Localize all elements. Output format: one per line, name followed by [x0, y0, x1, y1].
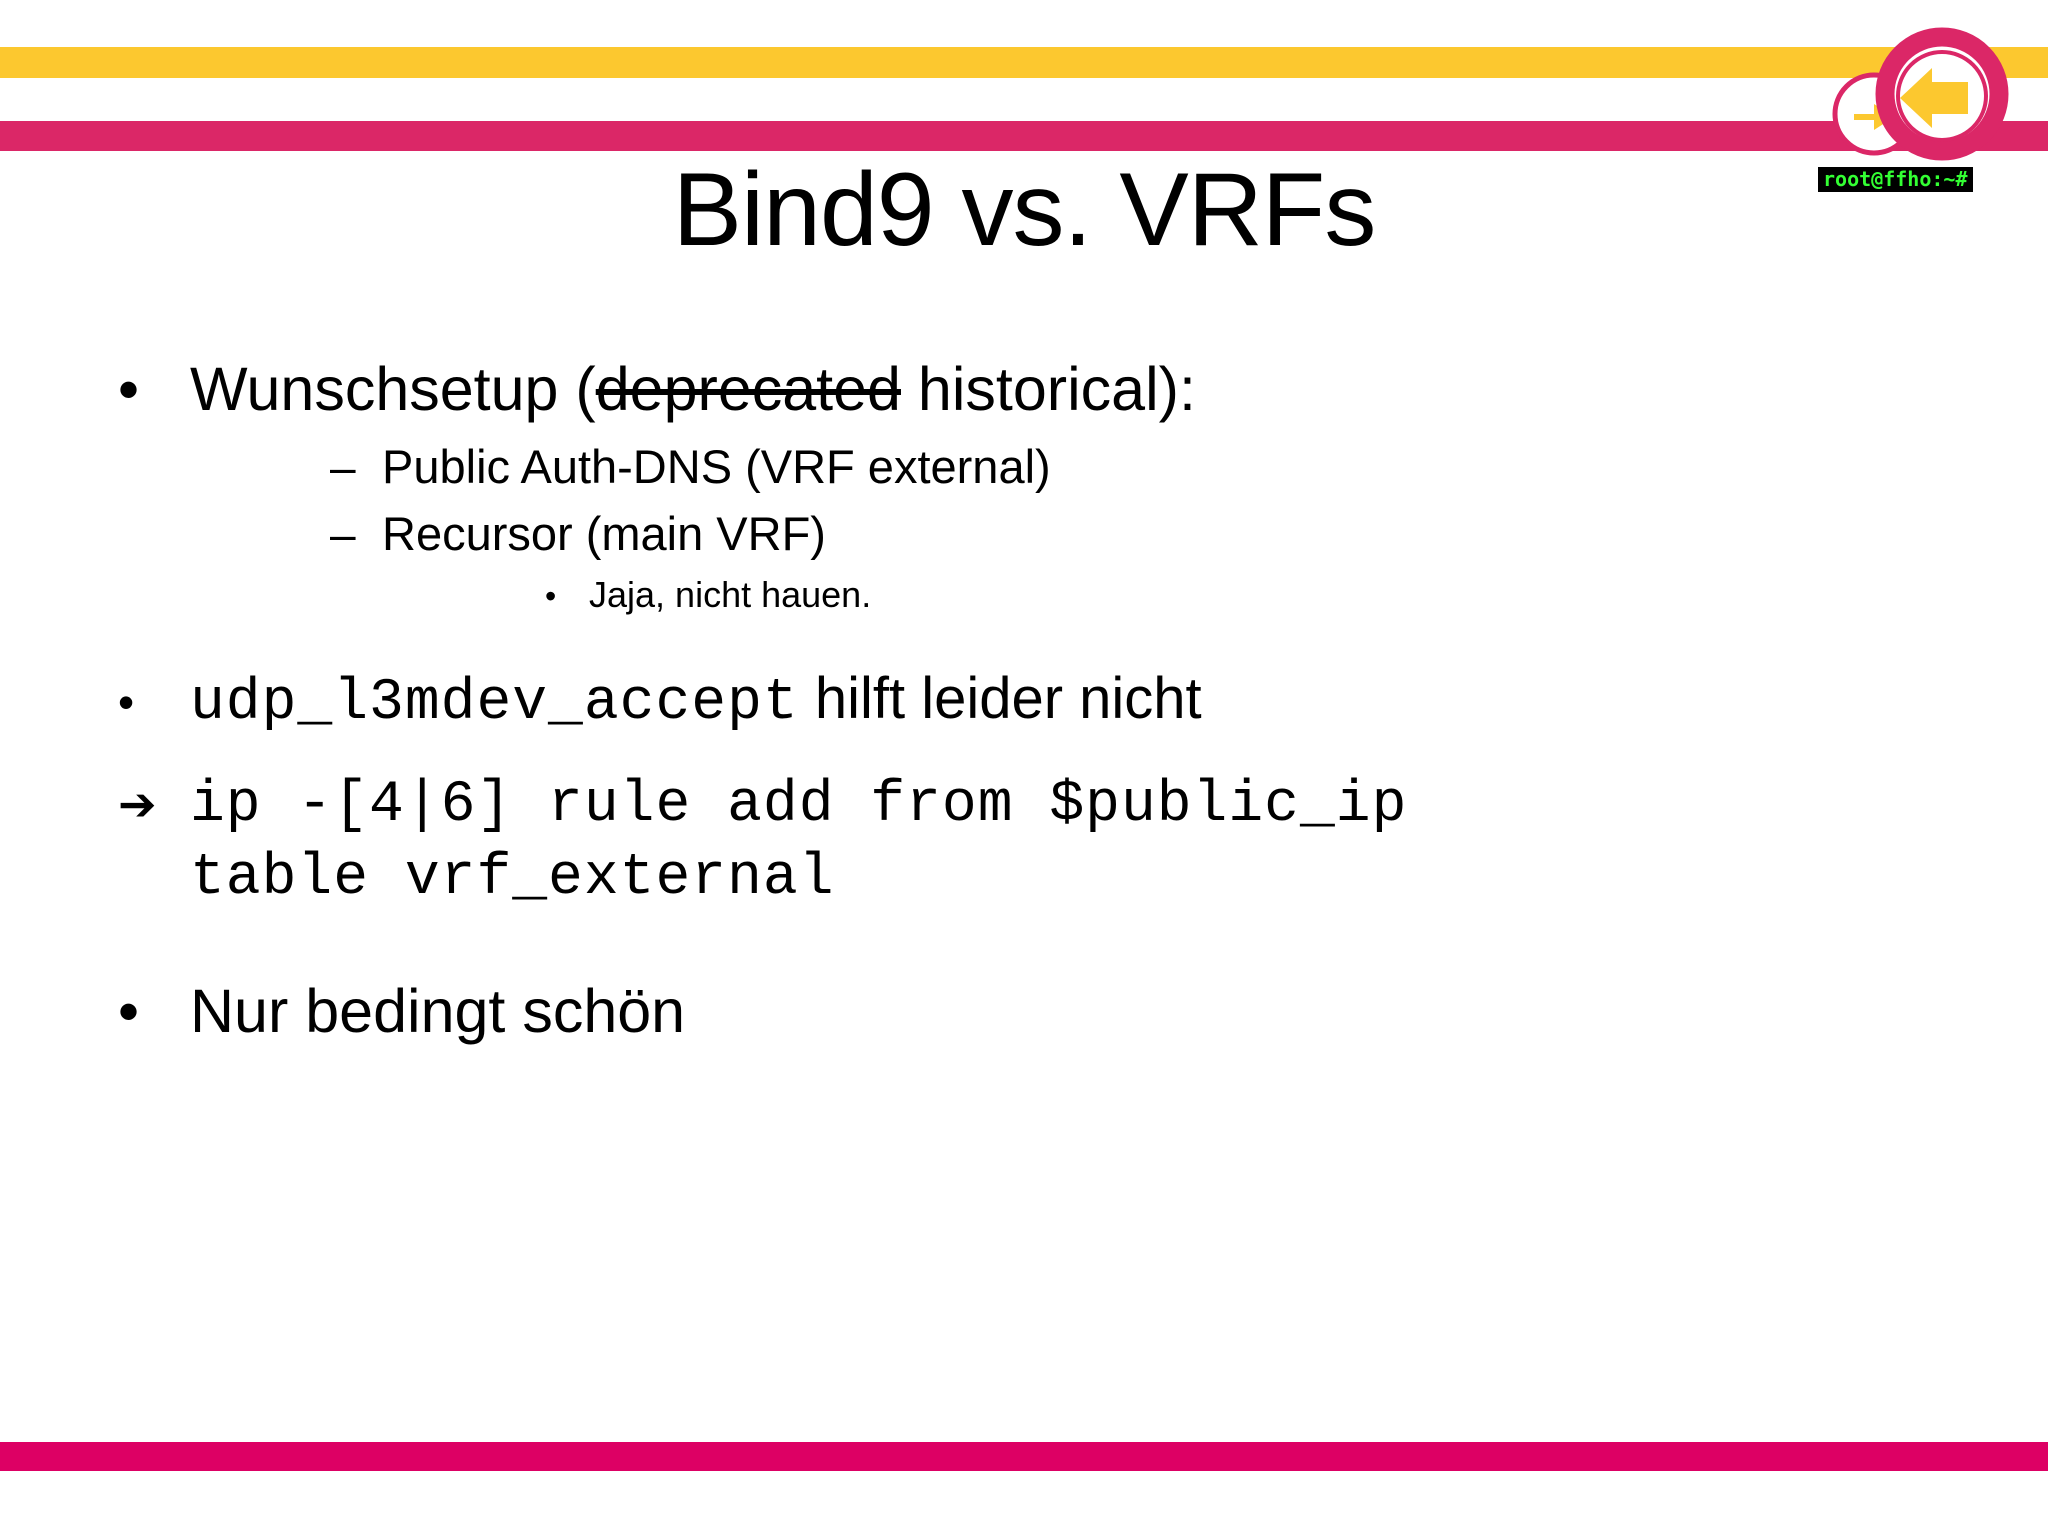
bullet-udp-l3mdev-accept-text: udp_l3mdev_accept hilft leider nicht [190, 665, 1202, 738]
bullet-ip-rule-add: ➔ ip -[4|6] rule add from $public_ip [0, 772, 2048, 840]
arrow-right-icon: ➔ [118, 778, 157, 831]
bullet-jaja-nicht-hauen-text: Jaja, nicht hauen. [589, 573, 872, 615]
spacer [0, 742, 2048, 772]
code-ip-rule-add-line1: ip -[4|6] rule add from $public_ip [190, 773, 1408, 839]
udp-l3mdev-accept-suffix: hilft leider nicht [798, 665, 1202, 731]
top-yellow-bar [0, 47, 2048, 78]
bullet-marker-disc: • [118, 675, 135, 728]
bullet-public-auth-dns-text: Public Auth-DNS (VRF external) [382, 440, 1051, 494]
bullet-wunschsetup: • Wunschsetup (deprecated historical): [0, 355, 2048, 423]
bullet-recursor-text: Recursor (main VRF) [382, 506, 826, 560]
wunschsetup-prefix: Wunschsetup ( [190, 355, 596, 423]
slide-body: • Wunschsetup (deprecated historical): –… [0, 355, 2048, 1064]
bullet-marker-dash: – [330, 441, 356, 494]
code-ip-rule-add-line2: table vrf_external [190, 845, 835, 911]
bullet-udp-l3mdev-accept: • udp_l3mdev_accept hilft leider nicht [0, 665, 2048, 738]
wunschsetup-suffix: historical): [900, 355, 1196, 423]
bullet-ip-rule-add-continuation: table vrf_external [0, 845, 2048, 913]
wunschsetup-struck-word: deprecated [595, 355, 901, 423]
bullet-nur-bedingt-schoen: • Nur bedingt schön [0, 977, 2048, 1045]
bullet-marker-disc: • [118, 978, 140, 1046]
terminal-prompt-label: root@ffho:~# [1818, 167, 1973, 192]
spacer [0, 933, 2048, 977]
logo-circles-icon [1832, 27, 2009, 161]
bullet-wunschsetup-text: Wunschsetup (deprecated historical): [190, 355, 1196, 423]
bullet-marker-dash: – [330, 507, 356, 560]
slide-title: Bind9 vs. VRFs [672, 152, 1377, 268]
spacer [0, 635, 2048, 665]
code-udp-l3mdev-accept: udp_l3mdev_accept [190, 670, 799, 736]
ffho-logo: root@ffho:~# [1816, 22, 2024, 192]
bullet-nur-bedingt-schoen-text: Nur bedingt schön [190, 977, 686, 1046]
bullet-marker-disc-small: • [545, 577, 557, 614]
bottom-pink-bar [0, 1442, 2048, 1471]
bullet-recursor: – Recursor (main VRF) [0, 506, 2048, 561]
bullet-marker-disc: • [118, 356, 140, 423]
bullet-public-auth-dns: – Public Auth-DNS (VRF external) [0, 441, 2048, 494]
top-pink-bar [0, 121, 2048, 151]
bullet-jaja-nicht-hauen: • Jaja, nicht hauen. [0, 573, 2048, 615]
